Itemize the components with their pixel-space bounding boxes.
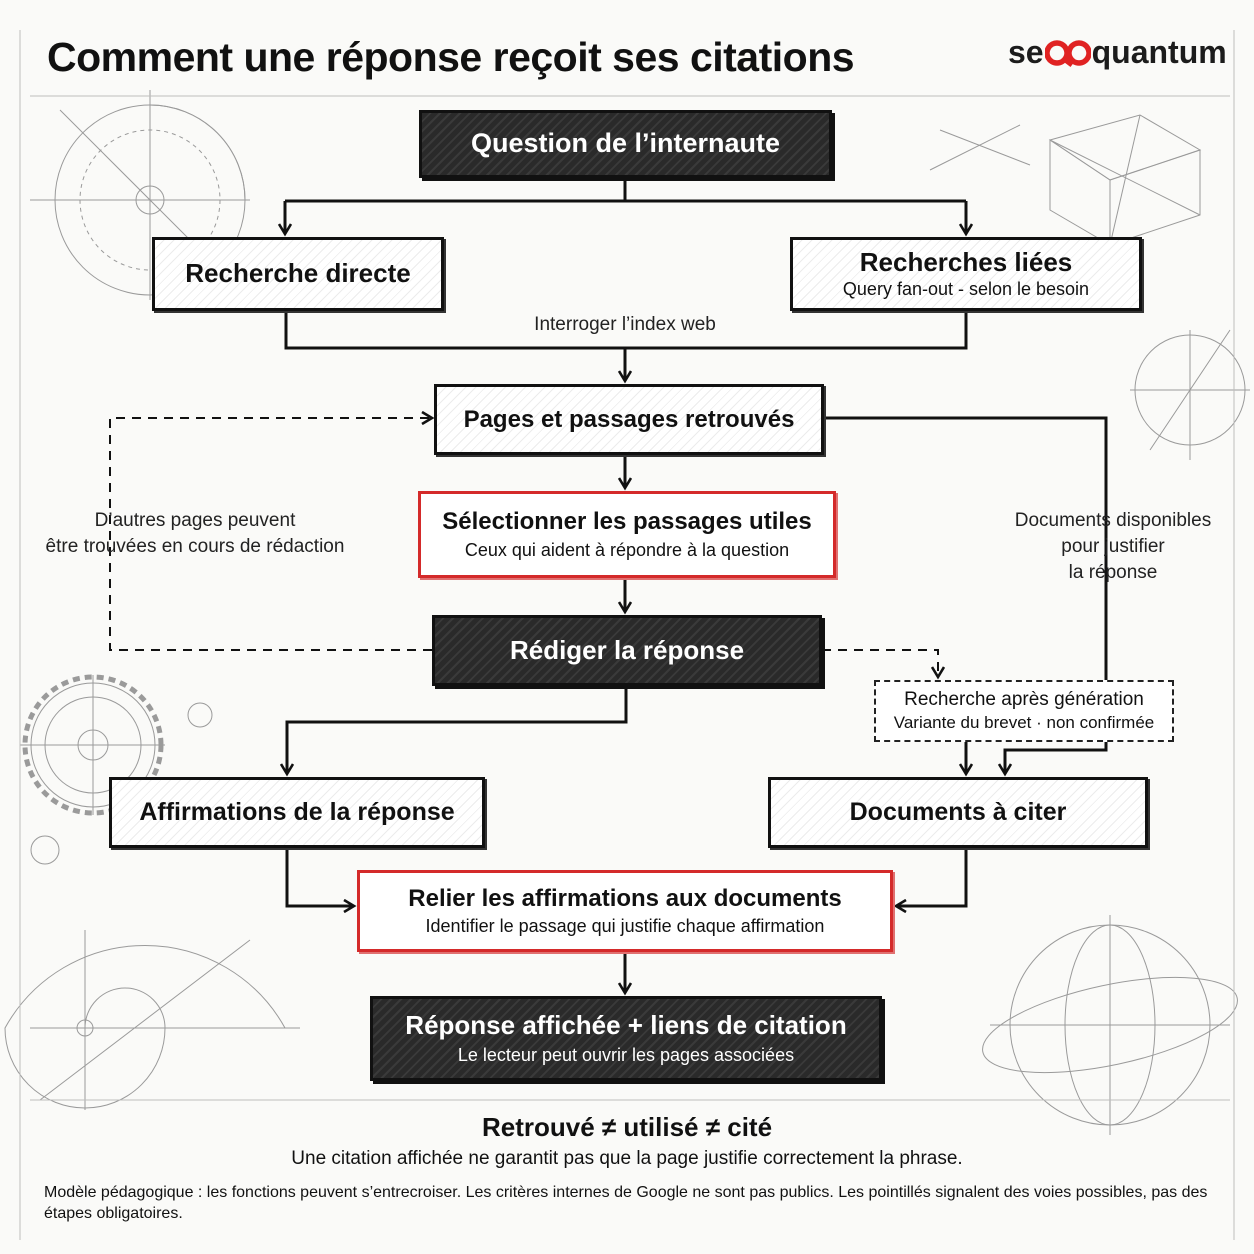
globe-sketch-bottom-right [982, 915, 1238, 1135]
spiral-sketch-bottom-left [4, 930, 300, 1110]
frame-lines [19, 30, 1235, 1240]
node-apres-label: Recherche après génération [904, 689, 1144, 711]
node-pages-label: Pages et passages retrouvés [463, 405, 795, 433]
node-liees: Recherches liées Query fan-out - selon l… [790, 237, 1142, 311]
node-affirmations: Affirmations de la réponse [109, 777, 485, 848]
edge-label-autres-line2: être trouvées en cours de rédaction [45, 536, 345, 558]
tagline-sub: Une citation affichée ne garantit pas qu… [291, 1148, 963, 1169]
edge-label-autres-line1: D’autres pages peuvent [94, 510, 296, 531]
brand-suffix: quantum [1091, 34, 1227, 70]
edge-label-documents-line1: Documents disponibles [1014, 510, 1212, 531]
node-question-label: Question de l’internaute [470, 128, 781, 159]
edge-label-documents-line2: pour justifier [1061, 536, 1165, 558]
node-selection-label: Sélectionner les passages utiles [442, 508, 812, 536]
node-rediger: Rédiger la réponse [432, 615, 822, 686]
node-relier: Relier les affirmations aux documents Id… [357, 870, 893, 952]
node-apres-sub: Variante du brevet · non confirmée [893, 712, 1155, 732]
node-documents: Documents à citer [768, 777, 1148, 848]
edge-label-index: Interroger l’index web [534, 314, 716, 335]
infinity-logo-icon [1044, 39, 1091, 67]
node-reponse-sub: Le lecteur peut ouvrir les pages associé… [457, 1044, 795, 1065]
edge-rediger-apres-dashed [822, 649, 938, 677]
edge-label-autres: D’autres pages peuvent être trouvées en … [30, 508, 360, 560]
node-selection: Sélectionner les passages utiles Ceux qu… [418, 491, 836, 578]
edge-documents-relier [896, 848, 968, 906]
node-affirmations-label: Affirmations de la réponse [139, 798, 455, 827]
node-pages: Pages et passages retrouvés [434, 384, 824, 455]
node-documents-label: Documents à citer [849, 798, 1067, 827]
node-direct: Recherche directe [152, 237, 444, 311]
node-liees-sub: Query fan-out - selon le besoin [842, 279, 1090, 300]
cube-sketch-top-right [929, 114, 1202, 246]
page-title: Comment une réponse reçoit ses citations [47, 34, 855, 80]
edge-question-split [285, 178, 966, 203]
footer-note: Modèle pédagogique : les fonctions peuve… [44, 1184, 1208, 1223]
edge-rediger-pages-dashed [109, 418, 432, 651]
gear-sketch-left [20, 674, 213, 865]
node-reponse: Réponse affichée + liens de citation Le … [370, 996, 882, 1081]
edge-pages-documents-b [1005, 742, 1108, 774]
node-question: Question de l’internaute [419, 110, 832, 178]
node-reponse-label: Réponse affichée + liens de citation [405, 1010, 847, 1041]
node-apres: Recherche après génération Variante du b… [874, 680, 1174, 742]
node-relier-sub: Identifier le passage qui justifie chaqu… [425, 916, 825, 937]
edge-affirmations-relier [285, 848, 354, 906]
brand-prefix: se [1008, 34, 1044, 70]
node-rediger-label: Rédiger la réponse [509, 634, 745, 665]
brand-logo: se quantum [1008, 34, 1227, 71]
edge-pages-documents [824, 416, 1108, 682]
node-selection-sub: Ceux qui aident à répondre à la question [464, 539, 790, 560]
edge-label-documents: Documents disponibles pour justifier la … [988, 508, 1238, 586]
node-direct-label: Recherche directe [185, 258, 411, 289]
node-relier-label: Relier les affirmations aux documents [408, 884, 842, 912]
node-liees-label: Recherches liées [859, 246, 1073, 277]
tagline: Retrouvé ≠ utilisé ≠ cité [481, 1112, 773, 1142]
edge-rediger-affirmations [287, 686, 628, 774]
wheel-sketch-right [1130, 329, 1250, 460]
edge-label-documents-line3: la réponse [1068, 562, 1158, 584]
